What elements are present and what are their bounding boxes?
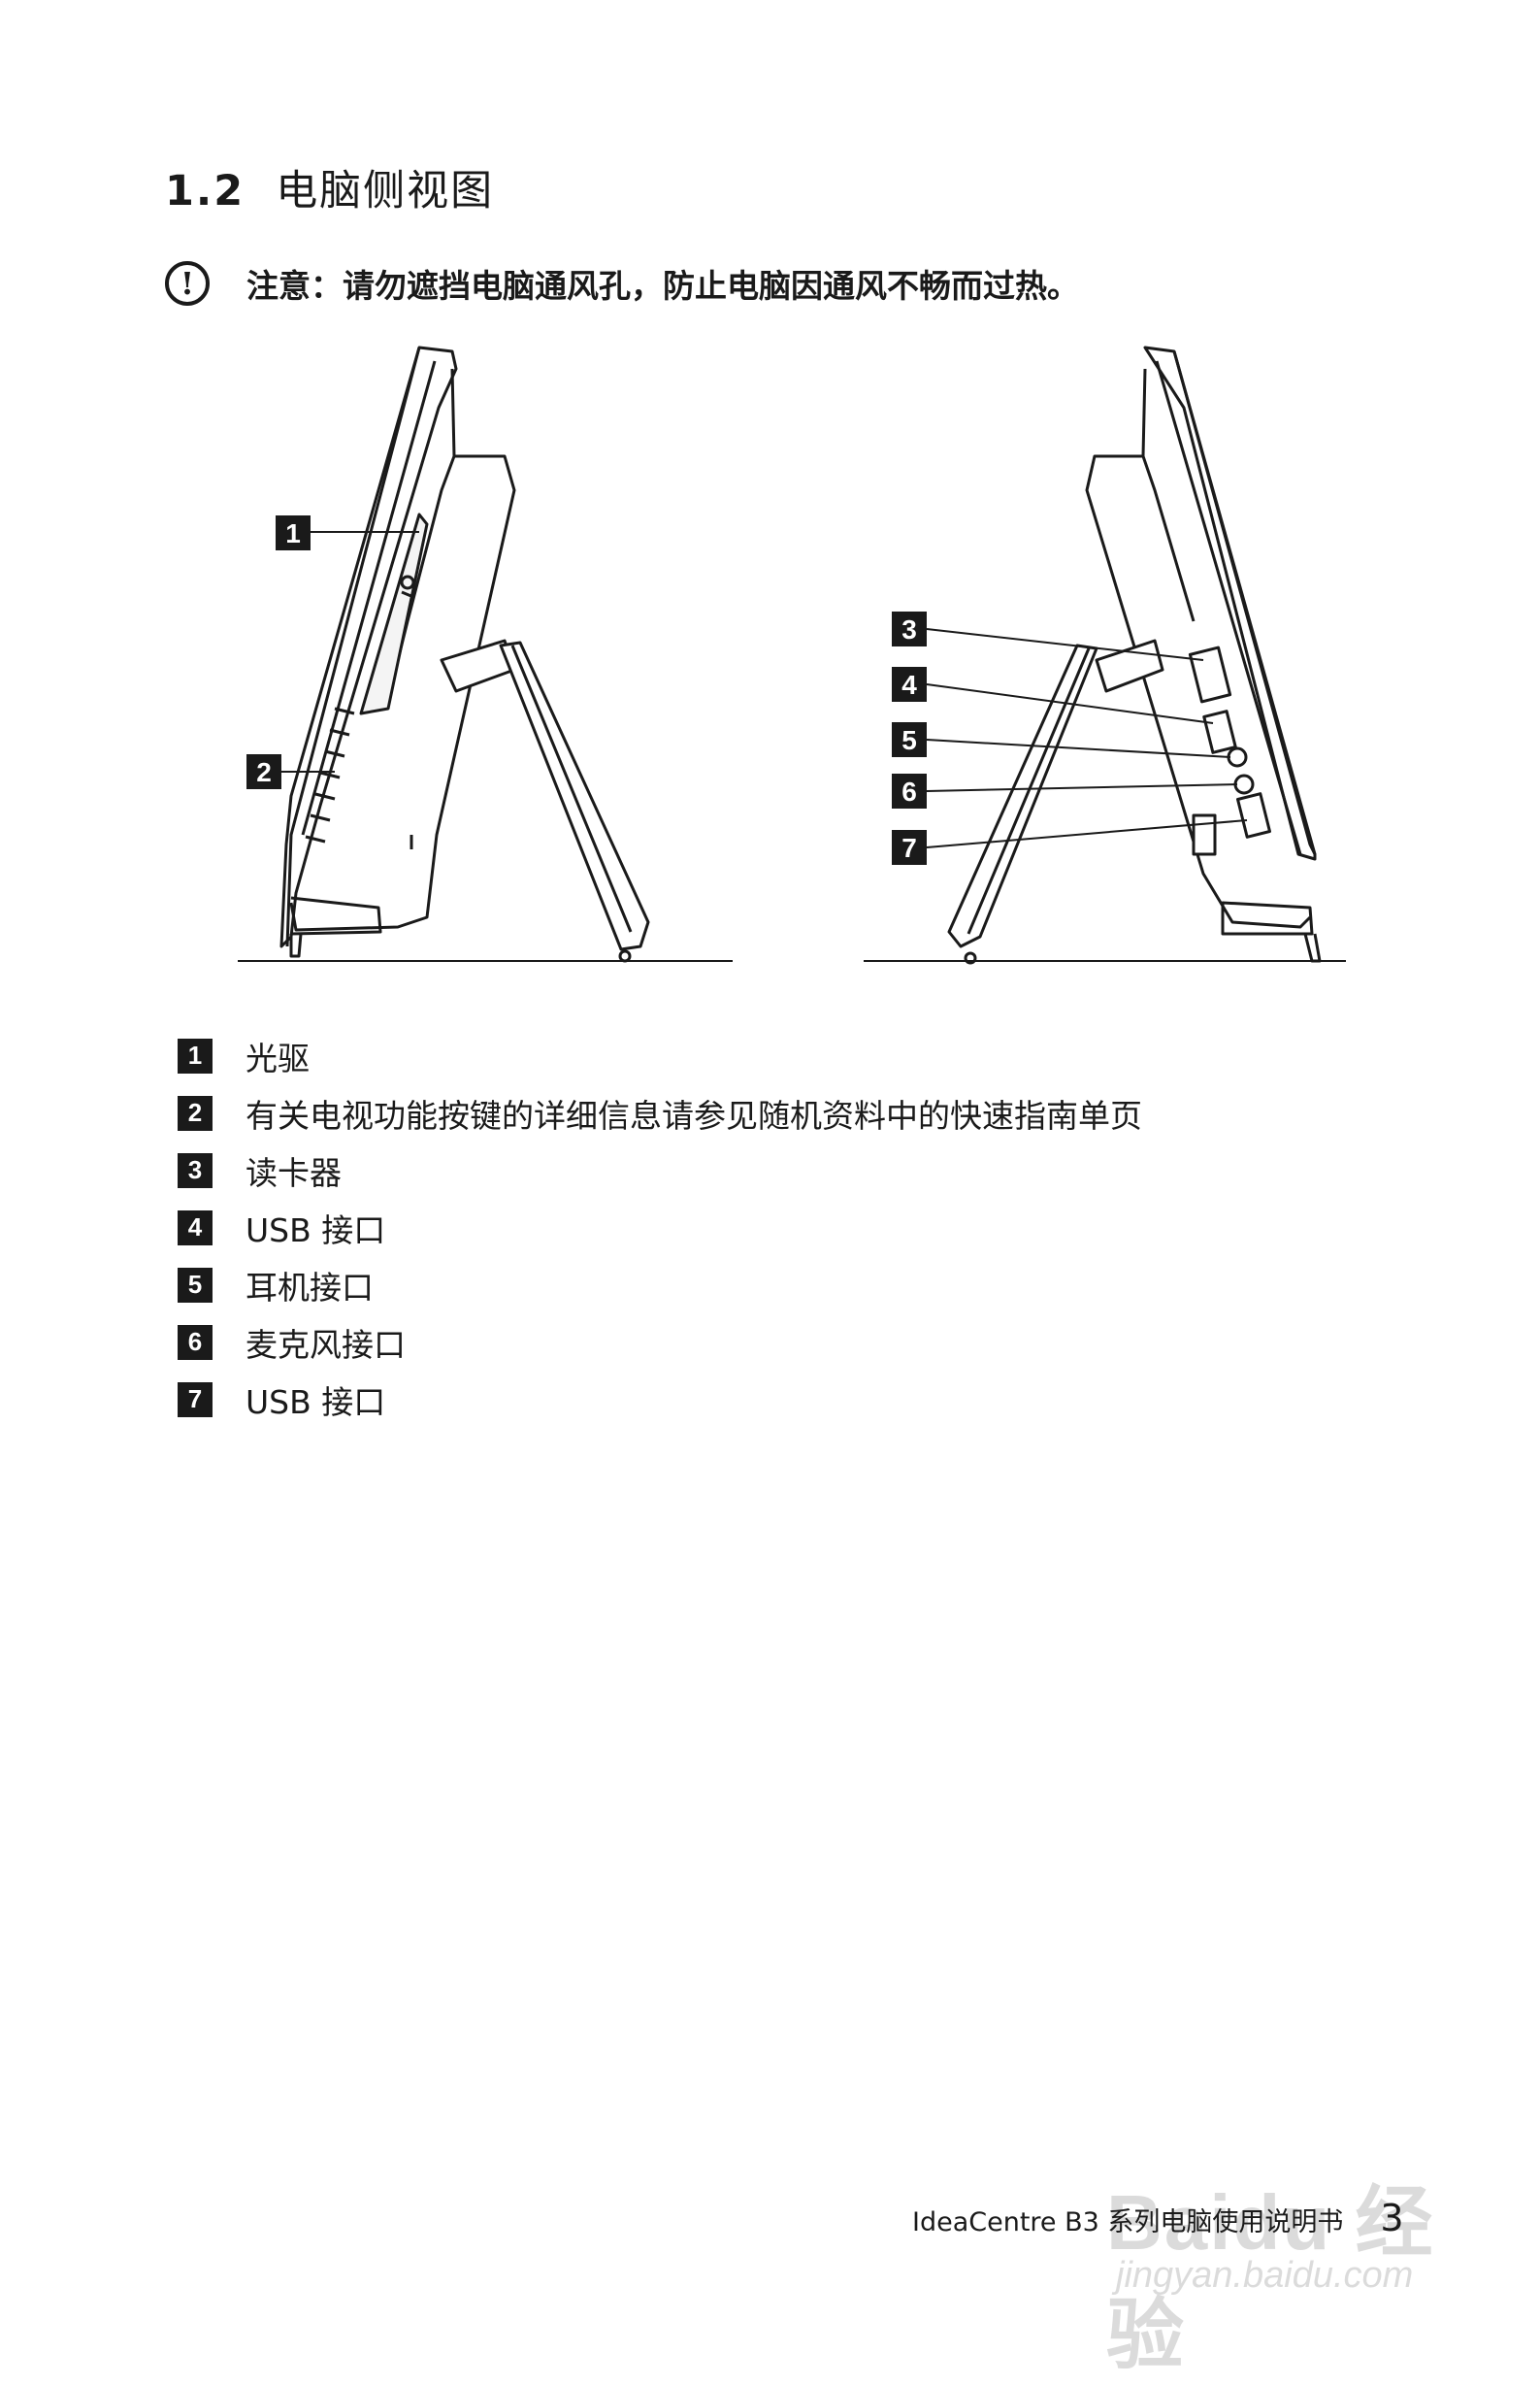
callout-1-label: 1 <box>285 518 301 548</box>
callout-4: 4 <box>892 667 927 702</box>
page-footer: IdeaCentre B3 系列电脑使用说明书 3 <box>912 2197 1404 2239</box>
legend-number: 3 <box>178 1152 213 1188</box>
callout-1: 1 <box>276 515 311 550</box>
footer-title: IdeaCentre B3 系列电脑使用说明书 <box>912 2207 1344 2237</box>
watermark-brand: Baidu 经验 <box>1106 2179 1435 2378</box>
section-heading: 1.2 电脑侧视图 <box>165 157 494 217</box>
legend-number: 1 <box>178 1038 213 1074</box>
legend-label: 光驱 <box>246 1039 310 1077</box>
legend-label: 耳机接口 <box>246 1268 374 1307</box>
callout-7: 7 <box>892 830 927 865</box>
callout-5-label: 5 <box>901 725 917 755</box>
legend-item: 3 读卡器 <box>178 1142 1142 1199</box>
callout-6: 6 <box>892 774 927 809</box>
legend-item: 2 有关电视功能按键的详细信息请参见随机资料中的快速指南单页 <box>178 1084 1142 1142</box>
baidu-watermark: Baidu 经验 jingyan.baidu.com <box>1106 2140 1465 2378</box>
right-side-view <box>947 346 1322 965</box>
legend-number: 2 <box>178 1095 213 1131</box>
callout-6-label: 6 <box>901 777 917 807</box>
legend-label: 有关电视功能按键的详细信息请参见随机资料中的快速指南单页 <box>246 1096 1142 1135</box>
legend-label: 麦克风接口 <box>246 1325 406 1364</box>
legend-number: 6 <box>178 1324 213 1360</box>
legend-item: 5 耳机接口 <box>178 1256 1142 1313</box>
callout-3-label: 3 <box>901 614 917 645</box>
watermark-domain: jingyan.baidu.com <box>1116 2255 1414 2296</box>
side-view-figure: 1 2 3 4 5 6 7 <box>238 346 1346 965</box>
section-number: 1.2 <box>165 167 246 215</box>
legend-label: USB 接口 <box>246 1210 386 1249</box>
legend-item: 7 USB 接口 <box>178 1371 1142 1428</box>
legend-list: 1 光驱 2 有关电视功能按键的详细信息请参见随机资料中的快速指南单页 3 读卡… <box>178 1027 1142 1428</box>
left-side-view <box>279 346 650 963</box>
callout-4-label: 4 <box>901 670 917 700</box>
legend-item: 4 USB 接口 <box>178 1199 1142 1256</box>
section-title: 电脑侧视图 <box>276 167 495 215</box>
legend-number: 4 <box>178 1209 213 1245</box>
callout-5: 5 <box>892 722 927 757</box>
callout-7-label: 7 <box>901 833 917 863</box>
legend-number: 5 <box>178 1267 213 1303</box>
callout-2: 2 <box>246 754 281 789</box>
legend-number: 7 <box>178 1381 213 1417</box>
callout-3: 3 <box>892 612 927 646</box>
notice-text: 注意：请勿遮挡电脑通风孔，防止电脑因通风不畅而过热。 <box>246 267 1079 305</box>
legend-item: 1 光驱 <box>178 1027 1142 1084</box>
legend-label: 读卡器 <box>246 1153 342 1192</box>
notice: ! 注意：请勿遮挡电脑通风孔，防止电脑因通风不畅而过热。 <box>165 260 1079 307</box>
page-number: 3 <box>1380 2197 1404 2239</box>
exclamation-icon: ! <box>165 261 210 306</box>
legend-label: USB 接口 <box>246 1382 386 1421</box>
legend-item: 6 麦克风接口 <box>178 1313 1142 1371</box>
callout-2-label: 2 <box>256 757 272 787</box>
